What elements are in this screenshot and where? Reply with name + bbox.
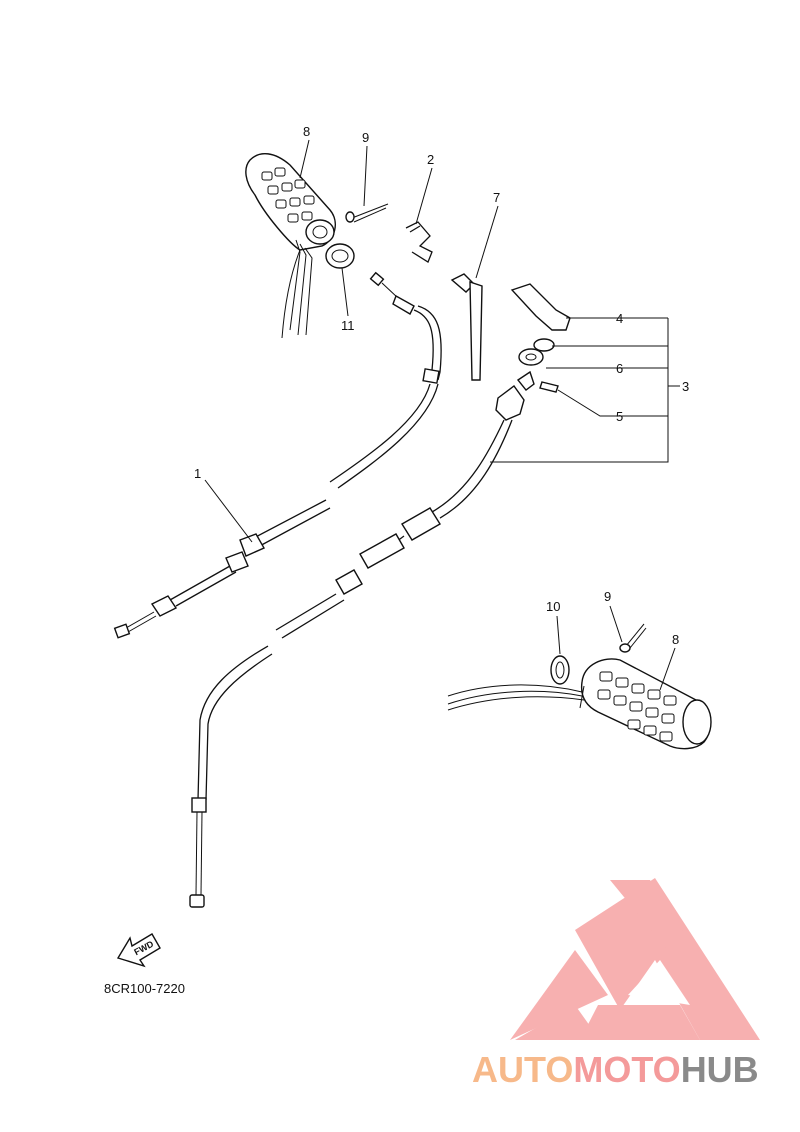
cable-guide-7 xyxy=(450,273,483,381)
svg-text:AUTOMOTOHUB: AUTOMOTOHUB xyxy=(472,1049,759,1090)
cable-3 xyxy=(189,370,535,908)
label-3: 3 xyxy=(682,379,689,394)
bracket-4 xyxy=(510,283,571,331)
nut-6 xyxy=(518,338,555,366)
leader-lines xyxy=(204,139,676,691)
watermark-moto: MOTO xyxy=(573,1049,680,1090)
right-grip xyxy=(447,658,712,750)
label-4: 4 xyxy=(616,311,623,326)
drawing-code: 8CR100-7220 xyxy=(104,981,185,996)
left-grip xyxy=(245,153,336,339)
watermark-text: AUTOMOTOHUB xyxy=(472,1049,759,1090)
label-7: 7 xyxy=(493,190,500,205)
screw-top xyxy=(345,203,389,223)
watermark-hub: HUB xyxy=(681,1049,759,1090)
collar-11 xyxy=(325,243,355,269)
label-9-bottom: 9 xyxy=(604,589,611,604)
clip-2 xyxy=(405,221,433,263)
label-10: 10 xyxy=(546,599,560,614)
watermark-auto: AUTO xyxy=(472,1049,573,1090)
collar-10 xyxy=(550,655,570,685)
label-8-top: 8 xyxy=(303,124,310,139)
label-8-bottom: 8 xyxy=(672,632,679,647)
screw-bottom xyxy=(619,623,647,653)
grip-pattern-bottom xyxy=(597,671,677,742)
label-2: 2 xyxy=(427,152,434,167)
label-5: 5 xyxy=(616,409,623,424)
grip-pattern-top xyxy=(261,167,315,223)
fwd-arrow-icon: FWD xyxy=(116,933,161,968)
bracket-lines-3 xyxy=(490,317,680,463)
cable-1 xyxy=(113,271,442,639)
label-1: 1 xyxy=(194,466,201,481)
label-11: 11 xyxy=(341,318,355,333)
label-9-top: 9 xyxy=(362,130,369,145)
pin-5 xyxy=(539,381,559,393)
watermark-logo-icon xyxy=(510,878,760,1040)
label-6: 6 xyxy=(616,361,623,376)
